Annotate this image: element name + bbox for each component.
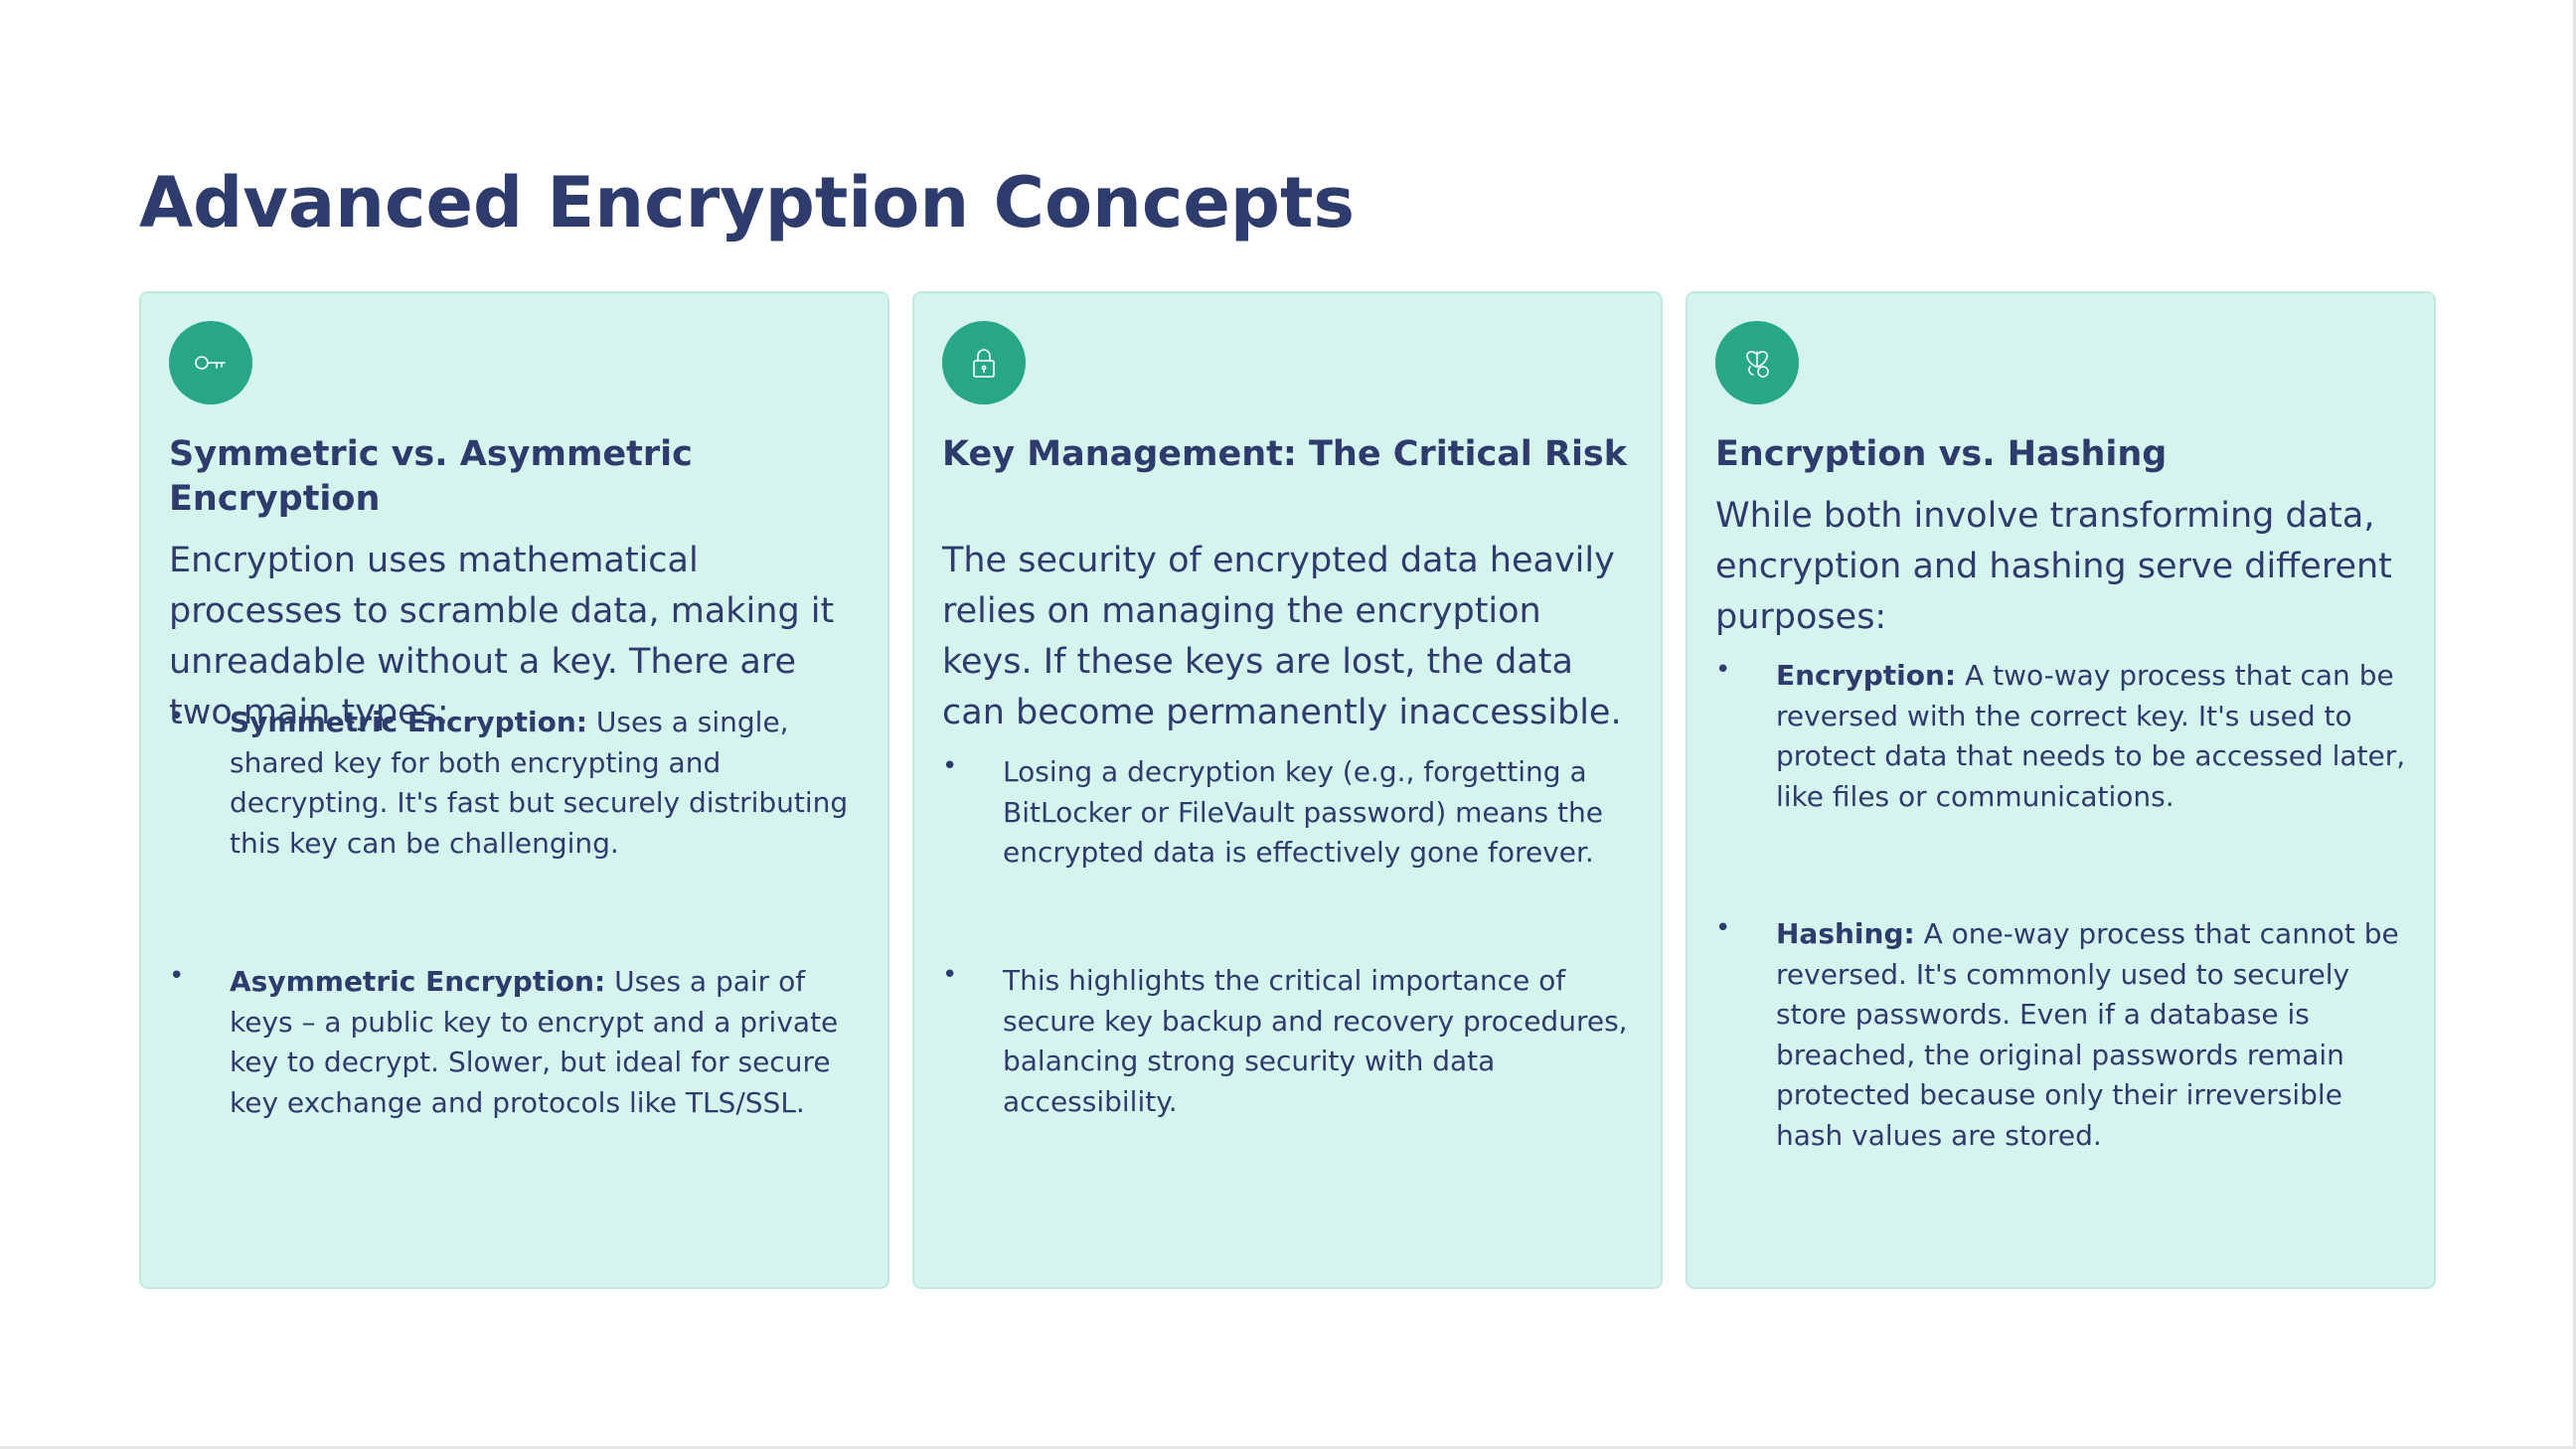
bullet-dot: •: [169, 702, 185, 731]
card-symmetric-asymmetric: Symmetric vs. Asymmetric Encryption Encr…: [139, 291, 889, 1289]
fingerprint-icon: [1715, 321, 1799, 404]
lock-icon: [942, 321, 1026, 404]
slide-title: Advanced Encryption Concepts: [139, 162, 1356, 243]
list-item-body: Uses a single, shared key for both encry…: [230, 706, 849, 860]
card-title: Key Management: The Critical Risk: [942, 434, 1628, 474]
bullet-dot: •: [1715, 655, 1731, 685]
list-item-text: Encryption: A two-way process that can b…: [1776, 656, 2407, 817]
list-item-text: Hashing: A one-way process that cannot b…: [1776, 914, 2407, 1156]
list-item-text: Asymmetric Encryption: Uses a pair of ke…: [230, 962, 861, 1123]
list-item-label: Symmetric Encryption:: [230, 706, 588, 738]
list-item-text: This highlights the critical importance …: [1003, 964, 1628, 1118]
list-item-text: Losing a decryption key (e.g., forgettin…: [1003, 755, 1603, 869]
bullet-dot: •: [942, 960, 958, 990]
list-item-label: Encryption:: [1776, 659, 1957, 692]
bullet-dot: •: [169, 961, 185, 991]
card-intro: The security of encrypted data heavily r…: [942, 541, 1622, 732]
card-intro: While both involve transforming data, en…: [1715, 496, 2392, 637]
bullet-dot: •: [1715, 913, 1731, 943]
card-title: Encryption vs. Hashing: [1715, 434, 2168, 474]
card-title: Symmetric vs. Asymmetric Encryption: [169, 434, 693, 519]
bullet-dot: •: [942, 751, 958, 781]
list-item-text: Symmetric Encryption: Uses a single, sha…: [230, 703, 861, 864]
right-edge-divider: [2573, 0, 2576, 1449]
card-key-management: Key Management: The Critical Risk The se…: [912, 291, 1663, 1289]
list-item-label: Hashing:: [1776, 917, 1915, 950]
card-encryption-hashing: Encryption vs. Hashing While both involv…: [1686, 291, 2436, 1289]
list-item-body: A one-way process that cannot be reverse…: [1776, 917, 2399, 1152]
bottom-edge-divider: [0, 1446, 2576, 1449]
list-item-label: Asymmetric Encryption:: [230, 965, 606, 998]
card-intro: Encryption uses mathematical processes t…: [169, 541, 835, 732]
list-item-body: A two-way process that can be reversed w…: [1776, 659, 2406, 813]
key-icon: [169, 321, 252, 404]
list-item-body: Uses a pair of keys – a public key to en…: [230, 965, 839, 1119]
